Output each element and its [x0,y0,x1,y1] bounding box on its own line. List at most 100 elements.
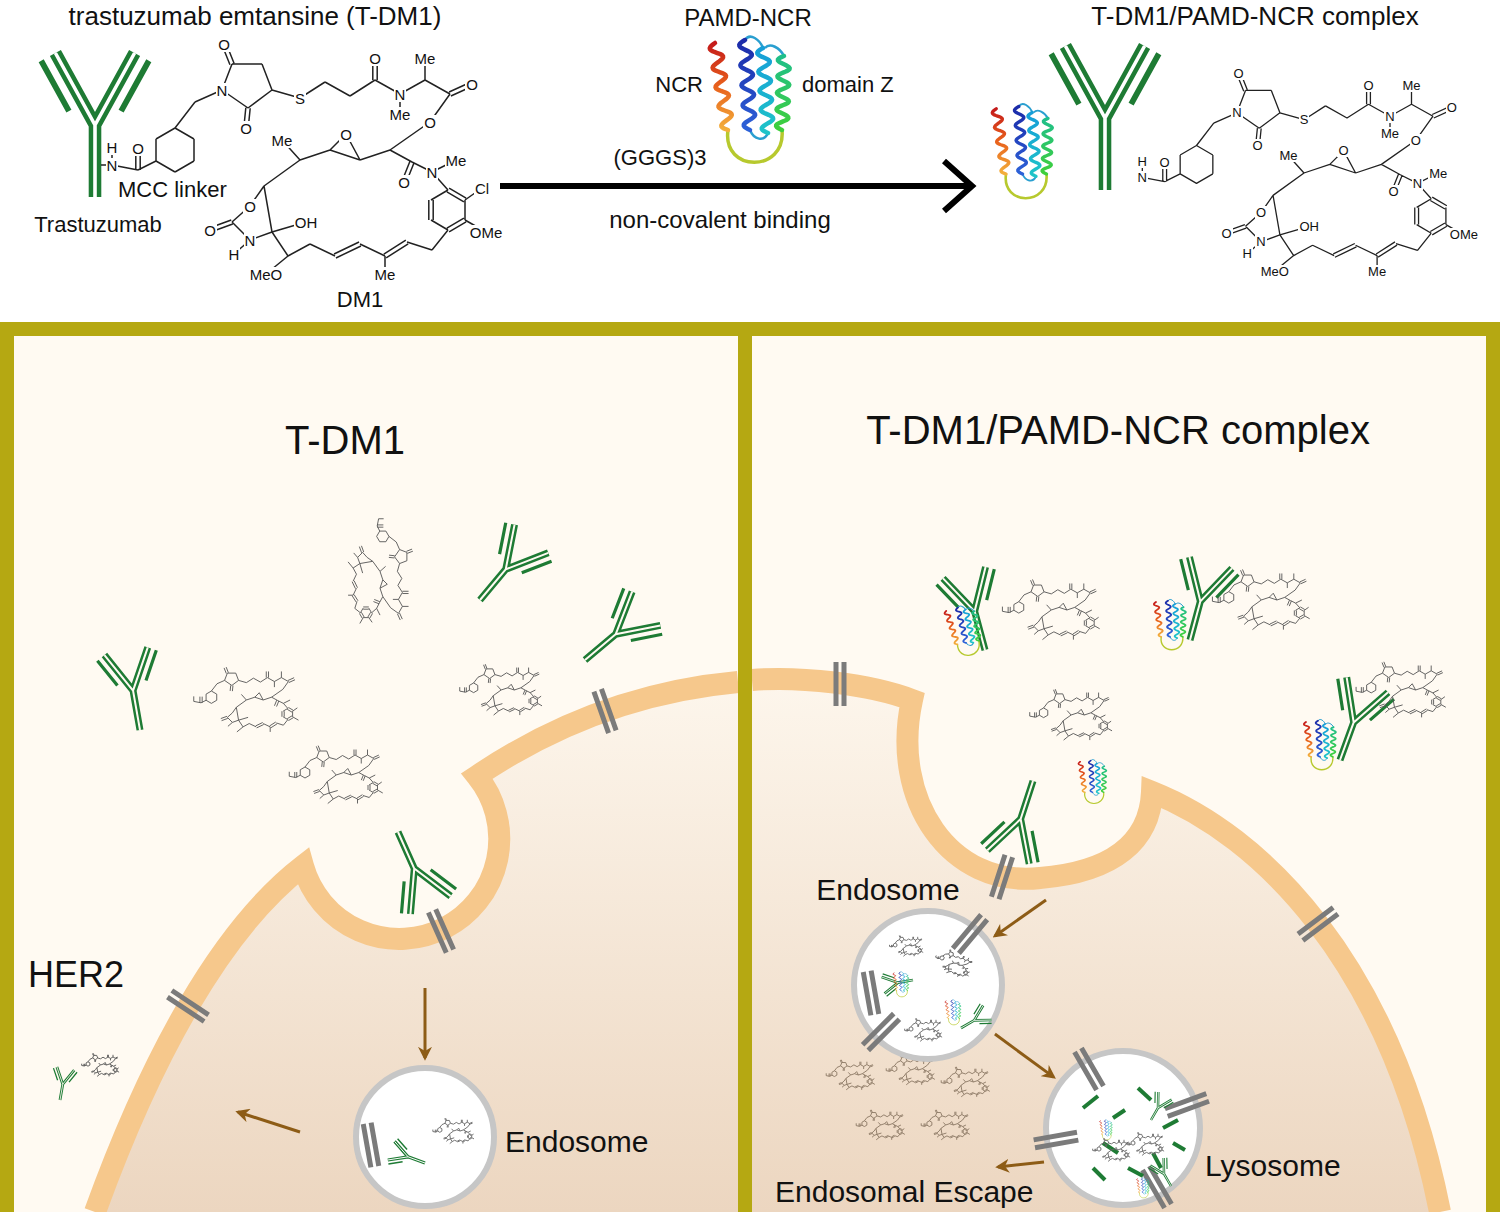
atom-label: Me [389,107,412,122]
antibody-glyph [1161,555,1239,648]
gggs-linker [728,130,783,162]
antibody-light-chain [883,972,897,996]
bonds [1356,662,1446,718]
antibody-light-chain [1051,54,1159,104]
alpha-helix [739,40,755,130]
alpha-helix [944,610,959,646]
atom-label: H [106,140,119,155]
bonds [1212,569,1309,629]
antibody-light-chain [602,588,662,652]
dm1-structure-small [1127,1132,1164,1155]
protein-name: PAMD-NCR [684,4,812,32]
receptor-bars [991,855,1012,899]
alpha-helix [710,43,732,130]
antibody-fragment [1128,1168,1143,1176]
pamd-ncr-ribbon [945,1000,961,1025]
antibody-glyph [48,1066,77,1102]
atom-label: N [1412,177,1423,190]
figure-heading: T-DM1/PAMD-NCR complex [1091,2,1418,32]
atom-label: O [1221,227,1233,240]
antibody-glyph [97,646,170,735]
alpha-helix [954,1002,957,1019]
dm1-structure-small [194,667,299,732]
atom-label: N [244,233,257,248]
atom-label: OH [294,215,319,230]
alpha-helix [1180,607,1185,637]
panel-box: Endosome T-DM1 [0,322,752,1212]
gggs-linker [1006,174,1047,198]
antibody-heavy-chain [957,1006,992,1036]
receptor-bars [863,1014,900,1051]
receptor-bars [1143,1166,1172,1208]
organelle-label: Endosome [505,1125,648,1160]
atom-label: OMe [1449,228,1479,241]
antibody-light-chain [971,1004,992,1029]
antibody-glyph [955,1003,993,1038]
bonds [921,1110,970,1140]
atom-label: N [216,83,229,98]
antibody-glyph [935,565,1013,658]
atom-label: Me [1428,167,1448,180]
dm1-structure-small [289,746,383,804]
bonds [1030,689,1112,740]
her2-receptor [953,915,987,954]
atom-label: Me [445,153,468,168]
transport-arrow [238,1112,300,1132]
her2-receptor [167,991,208,1022]
antibody-light-chain [981,817,1047,862]
antibody-heavy-chain [943,567,1006,656]
atom-label: Me [271,133,294,148]
alpha-helix [1141,1178,1144,1192]
receptor-label: HER2 [28,954,124,995]
receptor-bars [1165,1094,1209,1117]
antibody-heavy-chain [378,823,451,914]
alpha-helix [1144,1180,1147,1194]
alpha-helix [1330,727,1335,757]
alpha-helix [1304,722,1313,757]
domain-z-loop [1105,1120,1111,1136]
receptor-bars [1034,1132,1079,1148]
alpha-helix [1104,1120,1107,1134]
antibody-heavy-chain [55,53,134,197]
receptor-bars [1298,908,1338,941]
dm1-structure-small [460,664,542,715]
atom-label: O [217,37,231,52]
atom-label: O [397,175,411,190]
dm1-structure-small [921,1110,970,1140]
antibody-fragment [1113,1110,1125,1118]
antibody-name: Trastuzumab [34,212,162,237]
dm1-structure-small [82,1053,119,1076]
alpha-helix [1110,1123,1112,1135]
antibody-fragment [1138,1088,1151,1100]
antibody-light-chain [1150,1092,1173,1111]
pamd-ncr-ribbon [1304,719,1336,769]
antibody-glyph [1148,1157,1180,1192]
antibody-gap [388,1141,429,1172]
pamd-ncr-ribbon [1100,1120,1113,1140]
alpha-helix [1154,602,1163,637]
antibody-gap [957,1006,992,1036]
antibody-heavy-chain [1150,1158,1177,1190]
atom-label: O [1410,134,1422,147]
antibody-glyph [980,772,1062,867]
arrow-label: non-covalent binding [609,206,831,234]
cytoplasm [95,682,738,1212]
alpha-helix [1102,766,1107,792]
organelle-label: Lysosome [1205,1149,1341,1184]
bonds [460,664,542,715]
receptor-bars [1075,1048,1104,1090]
panel-ground [14,336,738,1212]
panel-heading: T-DM1 [285,417,405,463]
dm1-structure-small [348,519,413,624]
gggs-linker [1085,792,1104,803]
endosome-circle: Endosome [851,908,1005,1062]
antibody-gap [55,53,134,197]
antibody-heavy-chain [1319,677,1388,767]
atom-label: Me [374,267,397,282]
dm1-structure-small [1030,689,1112,740]
atom-label: N [426,165,439,180]
vesicle-contents [353,1065,497,1209]
dm1-structure-small [1356,662,1446,718]
bonds [1127,1132,1164,1155]
antibody-light-chain [1328,679,1394,726]
